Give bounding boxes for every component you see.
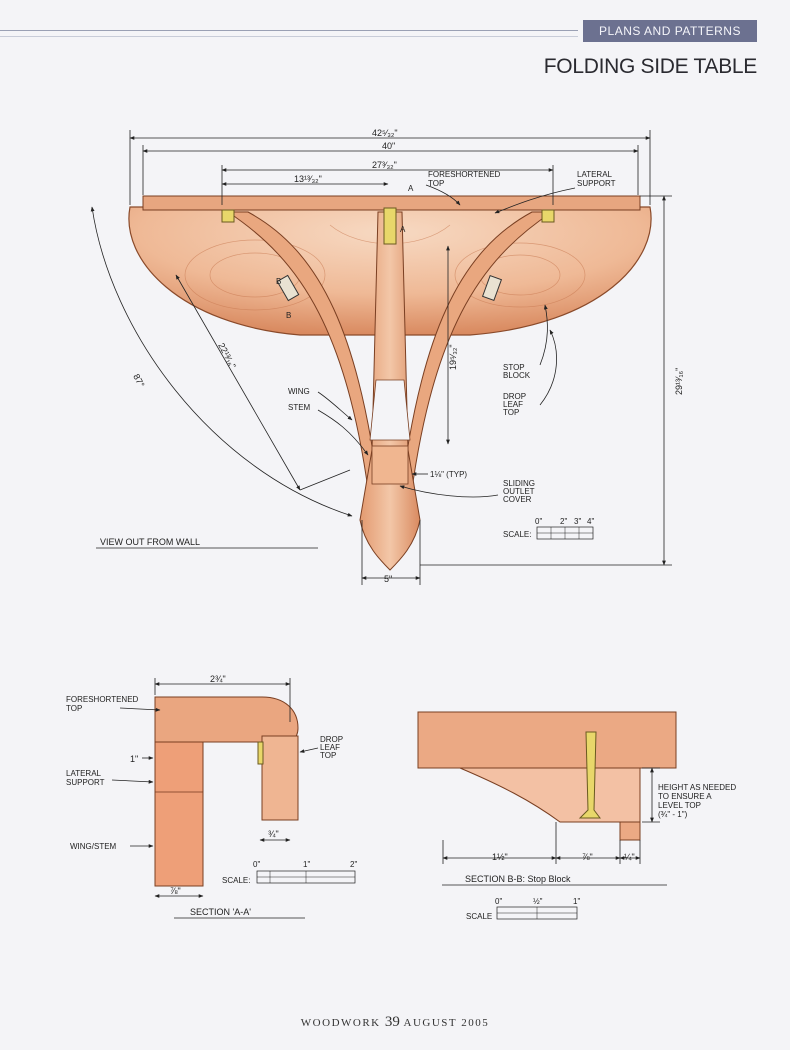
aa-dim-seven-eighth: ⅞" bbox=[170, 886, 181, 896]
footer-page-number: 39 bbox=[384, 1014, 400, 1030]
label-foreshortened-top-2: TOP bbox=[428, 179, 444, 188]
section-aa-hinge bbox=[257, 741, 264, 765]
label-section-b-2: B bbox=[286, 311, 291, 320]
label-section-a-top: A bbox=[408, 184, 414, 193]
aa-dim-one: 1" bbox=[130, 754, 138, 764]
caption-view-out-from-wall: VIEW OUT FROM WALL bbox=[100, 537, 200, 547]
label-sliding-2: OUTLET bbox=[503, 487, 535, 496]
svg-text:0": 0" bbox=[253, 860, 260, 869]
aa-label-lateral-1: LATERAL bbox=[66, 769, 102, 778]
page-title: FOLDING SIDE TABLE bbox=[543, 55, 758, 78]
svg-text:4": 4" bbox=[587, 517, 594, 526]
bb-top bbox=[417, 711, 677, 769]
dim-stem-length: 19⁵⁄₃₂" bbox=[448, 344, 458, 370]
bb-dim-c: ¼" bbox=[624, 852, 635, 862]
scale-aa: SCALE: 0" 1" 2" bbox=[222, 860, 357, 885]
section-aa-wing bbox=[154, 741, 204, 887]
aa-label-leaf-2: LEAF bbox=[320, 743, 340, 752]
stem-window bbox=[369, 379, 411, 441]
dim-height: 29¹³⁄₁₆" bbox=[674, 368, 684, 395]
section-a-a: 2¾" 1" ¾" ⅞" FORESHORTENED TOP LATERAL S… bbox=[66, 674, 357, 919]
header-rule bbox=[0, 30, 578, 31]
hinge-left bbox=[221, 209, 235, 223]
label-stem: STEM bbox=[288, 403, 311, 412]
svg-text:0": 0" bbox=[495, 897, 502, 906]
footer-magazine: WOODWORK bbox=[300, 1017, 381, 1029]
hinge-center bbox=[383, 207, 397, 245]
label-sliding-1: SLIDING bbox=[503, 479, 535, 488]
page-footer: WOODWORK 39 AUGUST 2005 bbox=[0, 1014, 790, 1031]
svg-text:2": 2" bbox=[560, 517, 567, 526]
dim-angle: 87° bbox=[131, 372, 146, 389]
dim-inner: 27³⁄₃₂" bbox=[372, 160, 397, 170]
bb-dim-b: ⅞" bbox=[582, 852, 593, 862]
main-view: 42⁵⁄₃₂" 40" 27³⁄₃₂" 13¹³⁄₃₂" 29¹³⁄₁₆" 22… bbox=[90, 128, 684, 585]
aa-dim-width: 2¾" bbox=[210, 674, 226, 684]
aa-label-lateral-2: SUPPORT bbox=[66, 778, 105, 787]
label-stop-block-1: STOP bbox=[503, 363, 525, 372]
label-lateral-support-1: LATERAL bbox=[577, 170, 613, 179]
label-drop-leaf-2: LEAF bbox=[503, 400, 523, 409]
aa-label-leaf-3: TOP bbox=[320, 751, 336, 760]
stop-block-right bbox=[481, 274, 503, 302]
dim-stem-width: 5" bbox=[384, 574, 392, 584]
bb-tab bbox=[619, 821, 641, 841]
bb-dim-a: 1½" bbox=[492, 852, 508, 862]
label-stop-block-2: BLOCK bbox=[503, 371, 531, 380]
svg-text:SCALE:: SCALE: bbox=[222, 876, 250, 885]
svg-text:1": 1" bbox=[303, 860, 310, 869]
label-foreshortened-top-1: FORESHORTENED bbox=[428, 170, 501, 179]
caption-section-bb: SECTION B-B: Stop Block bbox=[465, 874, 571, 884]
bb-note-2: TO ENSURE A bbox=[658, 792, 712, 801]
scale-main: SCALE: 0" 2" 3" 4" bbox=[503, 517, 594, 540]
dim-wing-length: 22¹³⁄₁₆" bbox=[216, 341, 238, 370]
sliding-outlet-cover bbox=[371, 445, 409, 485]
dim-overall-top: 42⁵⁄₃₂" bbox=[372, 128, 398, 138]
label-drop-leaf-1: DROP bbox=[503, 392, 526, 401]
aa-label-leaf-1: DROP bbox=[320, 735, 343, 744]
bb-screw bbox=[578, 731, 601, 819]
aa-dim-three-quarter: ¾" bbox=[268, 829, 279, 839]
scale-bb: SCALE 0" ½" 1" bbox=[466, 897, 580, 921]
aa-label-top-2: TOP bbox=[66, 704, 82, 713]
dim-top-40: 40" bbox=[382, 141, 395, 151]
bb-note-3: LEVEL TOP bbox=[658, 801, 701, 810]
svg-text:SCALE: SCALE bbox=[466, 912, 492, 921]
header-rule-secondary bbox=[0, 36, 578, 37]
hinge-right bbox=[541, 209, 555, 223]
bb-stop-block bbox=[459, 767, 641, 823]
svg-text:2": 2" bbox=[350, 860, 357, 869]
svg-text:1": 1" bbox=[573, 897, 580, 906]
aa-label-wing-stem: WING/STEM bbox=[70, 842, 117, 851]
dim-half: 13¹³⁄₃₂" bbox=[294, 174, 322, 184]
section-b-b: 1½" ⅞" ¼" HEIGHT AS NEEDED TO ENSURE A L… bbox=[417, 711, 736, 921]
section-aa-support bbox=[154, 741, 204, 793]
dim-gap: 1⅛" (TYP) bbox=[430, 470, 467, 479]
bb-note-4: (¾" - 1") bbox=[658, 810, 688, 819]
aa-label-top-1: FORESHORTENED bbox=[66, 695, 139, 704]
bb-note-1: HEIGHT AS NEEDED bbox=[658, 783, 736, 792]
label-section-a-bottom: A bbox=[400, 225, 406, 234]
label-sliding-3: COVER bbox=[503, 495, 532, 504]
section-aa-leaf bbox=[261, 735, 299, 821]
label-wing: WING bbox=[288, 387, 310, 396]
label-section-b-1: B bbox=[276, 277, 281, 286]
svg-text:0": 0" bbox=[535, 517, 542, 526]
label-lateral-support-2: SUPPORT bbox=[577, 179, 616, 188]
label-drop-leaf-3: TOP bbox=[503, 408, 519, 417]
section-aa-top bbox=[154, 696, 299, 743]
footer-date: AUGUST 2005 bbox=[403, 1017, 490, 1029]
section-tag: PLANS AND PATTERNS bbox=[583, 20, 757, 42]
svg-text:SCALE:: SCALE: bbox=[503, 530, 531, 539]
caption-section-aa: SECTION 'A-A' bbox=[190, 907, 251, 917]
svg-text:½": ½" bbox=[533, 897, 543, 906]
svg-text:3": 3" bbox=[574, 517, 581, 526]
